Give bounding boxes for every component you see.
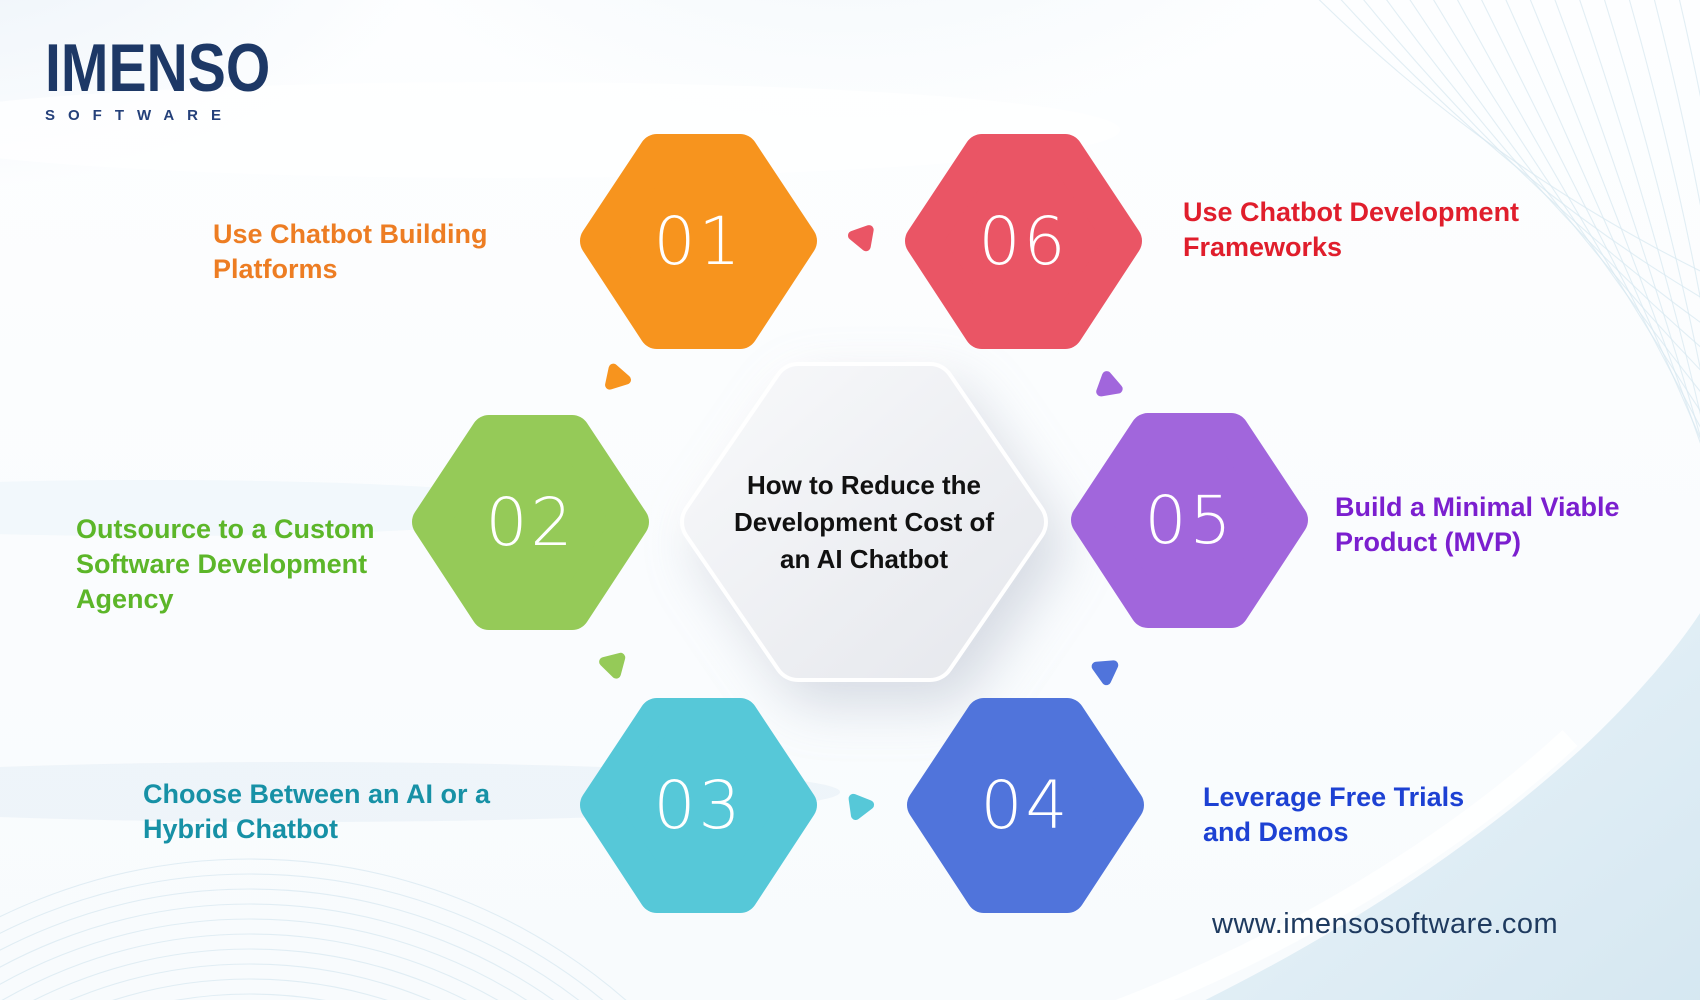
step-hexagon-03: 03 (580, 698, 817, 913)
infographic-title: How to Reduce the Development Cost of an… (734, 467, 994, 578)
brand-tagline: SOFTWARE (45, 107, 234, 124)
label-line: Hybrid Chatbot (143, 814, 338, 844)
center-hexagon-shape (680, 362, 1048, 682)
contour-lines-top-right (1318, 0, 1700, 444)
title-line: an AI Chatbot (779, 543, 949, 574)
bottom-right-wave (1205, 613, 1700, 1000)
flow-arrow-cyan-icon (843, 788, 879, 824)
label-line: Outsource to a Custom (76, 514, 375, 544)
label-line: Use Chatbot Building (213, 219, 488, 249)
flow-arrow-green-icon (592, 644, 631, 683)
flow-arrow-red-icon (842, 218, 879, 255)
label-line: Frameworks (1183, 232, 1343, 262)
step-hexagon-01: 01 (580, 134, 817, 349)
hexagon-shape (905, 134, 1142, 349)
step-number-04: 04 (980, 767, 1071, 844)
wave-highlight (1116, 729, 1578, 1000)
label-line: and Demos (1203, 817, 1349, 847)
label-line: Build a Minimal Viable (1335, 492, 1620, 522)
step-hexagon-06: 06 (905, 134, 1142, 349)
flow-arrow-purple-icon (1089, 365, 1130, 406)
contour-arcs-bottom-left (0, 858, 627, 1000)
brand-name: IMENSO (45, 30, 271, 106)
center-hexagon: How to Reduce the Development Cost of an… (680, 362, 1048, 682)
step-hexagon-04: 04 (907, 698, 1144, 913)
label-line: Software Development (76, 549, 368, 579)
label-line: Agency (76, 584, 174, 614)
brand-logo: IMENSO SOFTWARE (45, 34, 313, 124)
step-label-04: Leverage Free Trials and Demos (1203, 780, 1464, 850)
step-number-02: 02 (485, 484, 576, 561)
hexagon-shape (412, 415, 649, 630)
title-line: Development Cost of (733, 506, 995, 537)
flow-arrow-blue-icon (1083, 649, 1126, 692)
step-label-02: Outsource to a Custom Software Developme… (76, 512, 375, 617)
label-line: Platforms (213, 254, 338, 284)
step-label-01: Use Chatbot Building Platforms (213, 217, 487, 287)
label-line: Product (MVP) (1335, 527, 1521, 557)
step-hexagon-02: 02 (412, 415, 649, 630)
label-line: Use Chatbot Development (1183, 197, 1520, 227)
hexagon-shape (907, 698, 1144, 913)
flow-arrow-orange-icon (599, 359, 637, 397)
hexagon-shape (580, 698, 817, 913)
step-label-03: Choose Between an AI or a Hybrid Chatbot (143, 777, 490, 847)
soft-streak (0, 82, 1120, 178)
step-label-06: Use Chatbot Development Frameworks (1183, 195, 1519, 265)
step-number-01: 01 (653, 203, 744, 280)
title-line: How to Reduce the (746, 469, 981, 500)
step-number-06: 06 (978, 203, 1069, 280)
hexagon-shape (1071, 413, 1308, 628)
hexagon-shape (580, 134, 817, 349)
step-hexagon-05: 05 (1071, 413, 1308, 628)
step-number-05: 05 (1144, 482, 1235, 559)
step-number-03: 03 (653, 767, 744, 844)
label-line: Choose Between an AI or a (143, 779, 491, 809)
label-line: Leverage Free Trials (1203, 782, 1465, 812)
step-label-05: Build a Minimal Viable Product (MVP) (1335, 490, 1620, 560)
website-url: www.imensosoftware.com (1212, 908, 1559, 940)
